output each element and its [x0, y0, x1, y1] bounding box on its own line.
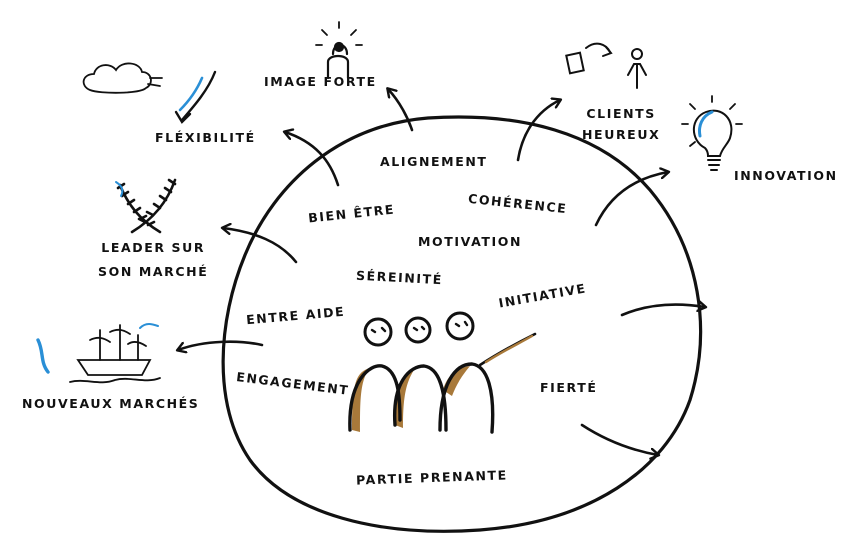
radiant-person-icon [315, 21, 363, 80]
arrow-to-image-forte [388, 89, 414, 132]
pointer-stick [484, 334, 534, 364]
label-nouveaux-marches: NOUVEAUX MARCHÉS [22, 396, 200, 411]
cloud-wind-icon [82, 62, 217, 124]
arch-fill-3 [443, 366, 470, 396]
crossed-laurels-icon [115, 178, 177, 234]
label-clients-line-1: CLIENTS [586, 106, 656, 121]
main-circle [221, 115, 703, 533]
label-innovation: INNOVATION [734, 168, 838, 183]
label-flexibilite: FLÉXIBILITÉ [155, 130, 256, 145]
label-leader-line-2: SON MARCHÉ [98, 264, 209, 279]
label-leader: LEADER SUR SON MARCHÉ [98, 240, 208, 279]
label-leader-line-1: LEADER SUR [101, 240, 206, 255]
arrow-to-nouveaux-marches [178, 340, 264, 350]
happy-client-icon [565, 42, 647, 89]
ship-icon [36, 323, 161, 384]
label-clients-line-2: HEUREUX [582, 127, 661, 142]
word-alignement: ALIGNEMENT [380, 154, 488, 169]
arrow-to-clients [516, 100, 560, 162]
label-image-forte: IMAGE FORTE [264, 74, 377, 89]
arrow-to-leader [223, 228, 298, 264]
lightbulb-icon [681, 95, 743, 171]
word-fierte: FIERTÉ [540, 380, 598, 395]
arrow-to-innovation [594, 172, 668, 227]
arrow-bottom-right [580, 423, 658, 455]
arrow-to-flexibilite [285, 132, 340, 187]
label-clients: CLIENTS HEUREUX [582, 106, 660, 142]
arrow-right [620, 305, 705, 317]
word-motivation: MOTIVATION [418, 234, 523, 249]
team-heads [363, 311, 475, 347]
